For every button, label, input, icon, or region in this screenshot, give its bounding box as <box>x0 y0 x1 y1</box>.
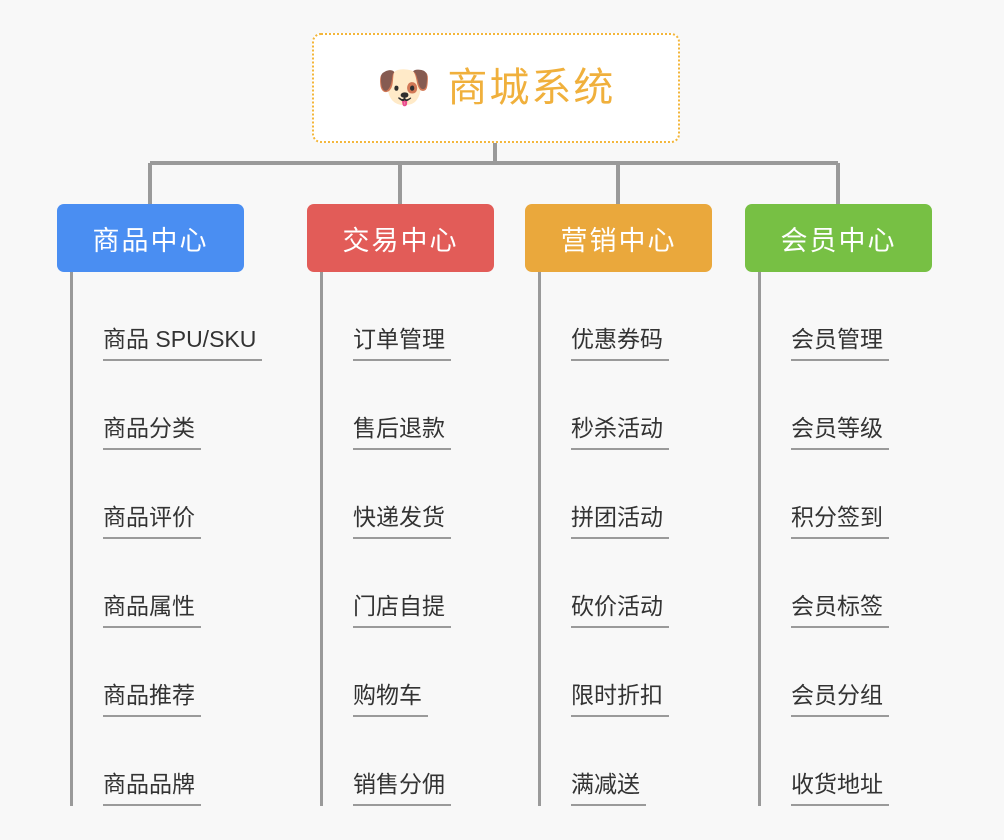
list-item[interactable]: 会员分组 <box>761 628 932 717</box>
leaf-label: 商品评价 <box>103 504 201 539</box>
list-item[interactable]: 满减送 <box>541 717 712 806</box>
list-item[interactable]: 商品分类 <box>73 361 244 450</box>
leaf-label: 会员分组 <box>791 682 889 717</box>
leaf-label: 快递发货 <box>353 504 451 539</box>
list-item[interactable]: 商品品牌 <box>73 717 244 806</box>
list-item[interactable]: 门店自提 <box>323 539 494 628</box>
list-item[interactable]: 销售分佣 <box>323 717 494 806</box>
leaf-label: 购物车 <box>353 682 428 717</box>
list-item[interactable]: 购物车 <box>323 628 494 717</box>
list-item[interactable]: 商品推荐 <box>73 628 244 717</box>
branch-header-member-center[interactable]: 会员中心 <box>745 204 932 272</box>
leaf-label: 会员管理 <box>791 326 889 361</box>
list-item[interactable]: 售后退款 <box>323 361 494 450</box>
branch-items-product-center: 商品 SPU/SKU 商品分类 商品评价 商品属性 商品推荐 商品品牌 <box>70 272 263 806</box>
leaf-label: 满减送 <box>571 771 646 806</box>
branch-member-center: 会员中心 会员管理 会员等级 积分签到 会员标签 会员分组 收货地址 <box>745 204 932 806</box>
branch-items-marketing-center: 优惠券码 秒杀活动 拼团活动 砍价活动 限时折扣 满减送 <box>538 272 712 806</box>
leaf-label: 商品 SPU/SKU <box>103 326 263 361</box>
root-node[interactable]: 🐶 商城系统 <box>312 33 680 143</box>
leaf-label: 商品分类 <box>103 415 201 450</box>
list-item[interactable]: 砍价活动 <box>541 539 712 628</box>
leaf-label: 积分签到 <box>791 504 889 539</box>
branch-header-trade-center[interactable]: 交易中心 <box>307 204 494 272</box>
branch-header-product-center[interactable]: 商品中心 <box>57 204 244 272</box>
branch-marketing-center: 营销中心 优惠券码 秒杀活动 拼团活动 砍价活动 限时折扣 满减送 <box>525 204 712 806</box>
list-item[interactable]: 会员等级 <box>761 361 932 450</box>
list-item[interactable]: 商品评价 <box>73 450 244 539</box>
leaf-label: 门店自提 <box>353 593 451 628</box>
list-item[interactable]: 会员标签 <box>761 539 932 628</box>
leaf-label: 限时折扣 <box>571 682 669 717</box>
leaf-label: 商品品牌 <box>103 771 201 806</box>
leaf-label: 会员等级 <box>791 415 889 450</box>
leaf-label: 优惠券码 <box>571 326 669 361</box>
branch-product-center: 商品中心 商品 SPU/SKU 商品分类 商品评价 商品属性 商品推荐 <box>57 204 263 806</box>
leaf-label: 会员标签 <box>791 593 889 628</box>
list-item[interactable]: 优惠券码 <box>541 272 712 361</box>
shiba-dog-face-icon: 🐶 <box>376 62 432 113</box>
list-item[interactable]: 秒杀活动 <box>541 361 712 450</box>
list-item[interactable]: 积分签到 <box>761 450 932 539</box>
leaf-label: 商品推荐 <box>103 682 201 717</box>
leaf-label: 拼团活动 <box>571 504 669 539</box>
leaf-label: 商品属性 <box>103 593 201 628</box>
list-item[interactable]: 快递发货 <box>323 450 494 539</box>
list-item[interactable]: 订单管理 <box>323 272 494 361</box>
branch-trade-center: 交易中心 订单管理 售后退款 快递发货 门店自提 购物车 销售分佣 <box>307 204 494 806</box>
list-item[interactable]: 商品属性 <box>73 539 244 628</box>
list-item[interactable]: 会员管理 <box>761 272 932 361</box>
leaf-label: 订单管理 <box>353 326 451 361</box>
leaf-label: 砍价活动 <box>571 593 669 628</box>
list-item[interactable]: 商品 SPU/SKU <box>73 272 263 361</box>
branch-items-member-center: 会员管理 会员等级 积分签到 会员标签 会员分组 收货地址 <box>758 272 932 806</box>
branch-header-marketing-center[interactable]: 营销中心 <box>525 204 712 272</box>
list-item[interactable]: 拼团活动 <box>541 450 712 539</box>
branch-items-trade-center: 订单管理 售后退款 快递发货 门店自提 购物车 销售分佣 <box>320 272 494 806</box>
list-item[interactable]: 收货地址 <box>761 717 932 806</box>
leaf-label: 秒杀活动 <box>571 415 669 450</box>
list-item[interactable]: 限时折扣 <box>541 628 712 717</box>
leaf-label: 收货地址 <box>791 771 889 806</box>
leaf-label: 销售分佣 <box>353 771 451 806</box>
root-node-title: 商城系统 <box>447 66 616 110</box>
leaf-label: 售后退款 <box>353 415 451 450</box>
